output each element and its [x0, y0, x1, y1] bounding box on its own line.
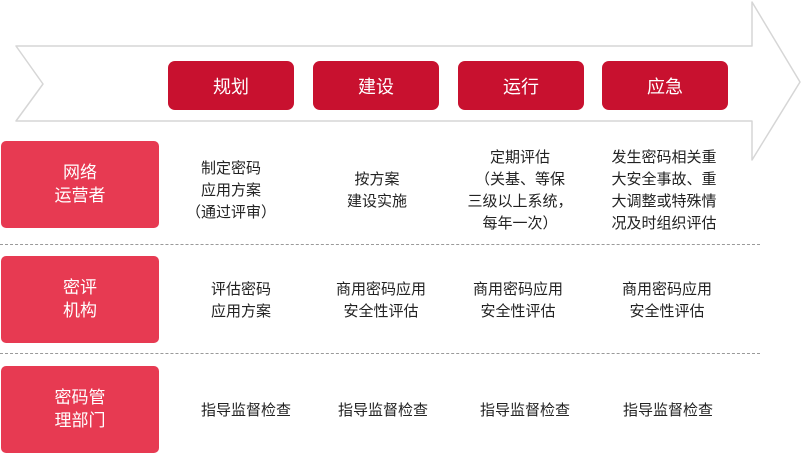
cell-operator-planning: 制定密码 应用方案 （通过评审） — [185, 159, 276, 221]
cell-admin-construction: 指导监督检查 — [337, 400, 428, 419]
phase-planning: 规划 — [168, 61, 294, 110]
row-label-text: 密评 机构 — [63, 277, 97, 321]
row-label-network-operator: 网络 运营者 — [1, 141, 159, 228]
cell-agency-construction: 商用密码应用 安全性评估 — [335, 279, 426, 320]
cell-agency-emergency: 商用密码应用 安全性评估 — [621, 279, 712, 320]
row-label-text: 密码管 理部门 — [54, 387, 106, 431]
cell-operator-operation: 定期评估 （关基、等保 三级以上系统， 每年一次） — [467, 148, 573, 232]
cell-agency-operation: 商用密码应用 安全性评估 — [472, 279, 563, 320]
row-divider — [0, 353, 760, 354]
row-label-assessment-agency: 密评 机构 — [1, 256, 159, 343]
cell-admin-operation: 指导监督检查 — [479, 400, 570, 419]
phase-emergency: 应急 — [602, 61, 728, 110]
row-label-text: 网络 运营者 — [54, 162, 106, 206]
cell-operator-construction: 按方案 建设实施 — [346, 170, 407, 210]
row-divider — [0, 244, 760, 245]
cell-agency-planning: 评估密码 应用方案 — [210, 279, 271, 320]
cell-admin-emergency: 指导监督检查 — [622, 400, 713, 419]
phase-construction: 建设 — [313, 61, 439, 110]
row-label-crypto-admin: 密码管 理部门 — [1, 366, 159, 453]
phase-operation: 运行 — [458, 61, 584, 110]
cell-admin-planning: 指导监督检查 — [200, 400, 291, 419]
cell-operator-emergency: 发生密码相关重 大安全事故、重 大调整或特殊情 况及时组织评估 — [611, 148, 717, 232]
